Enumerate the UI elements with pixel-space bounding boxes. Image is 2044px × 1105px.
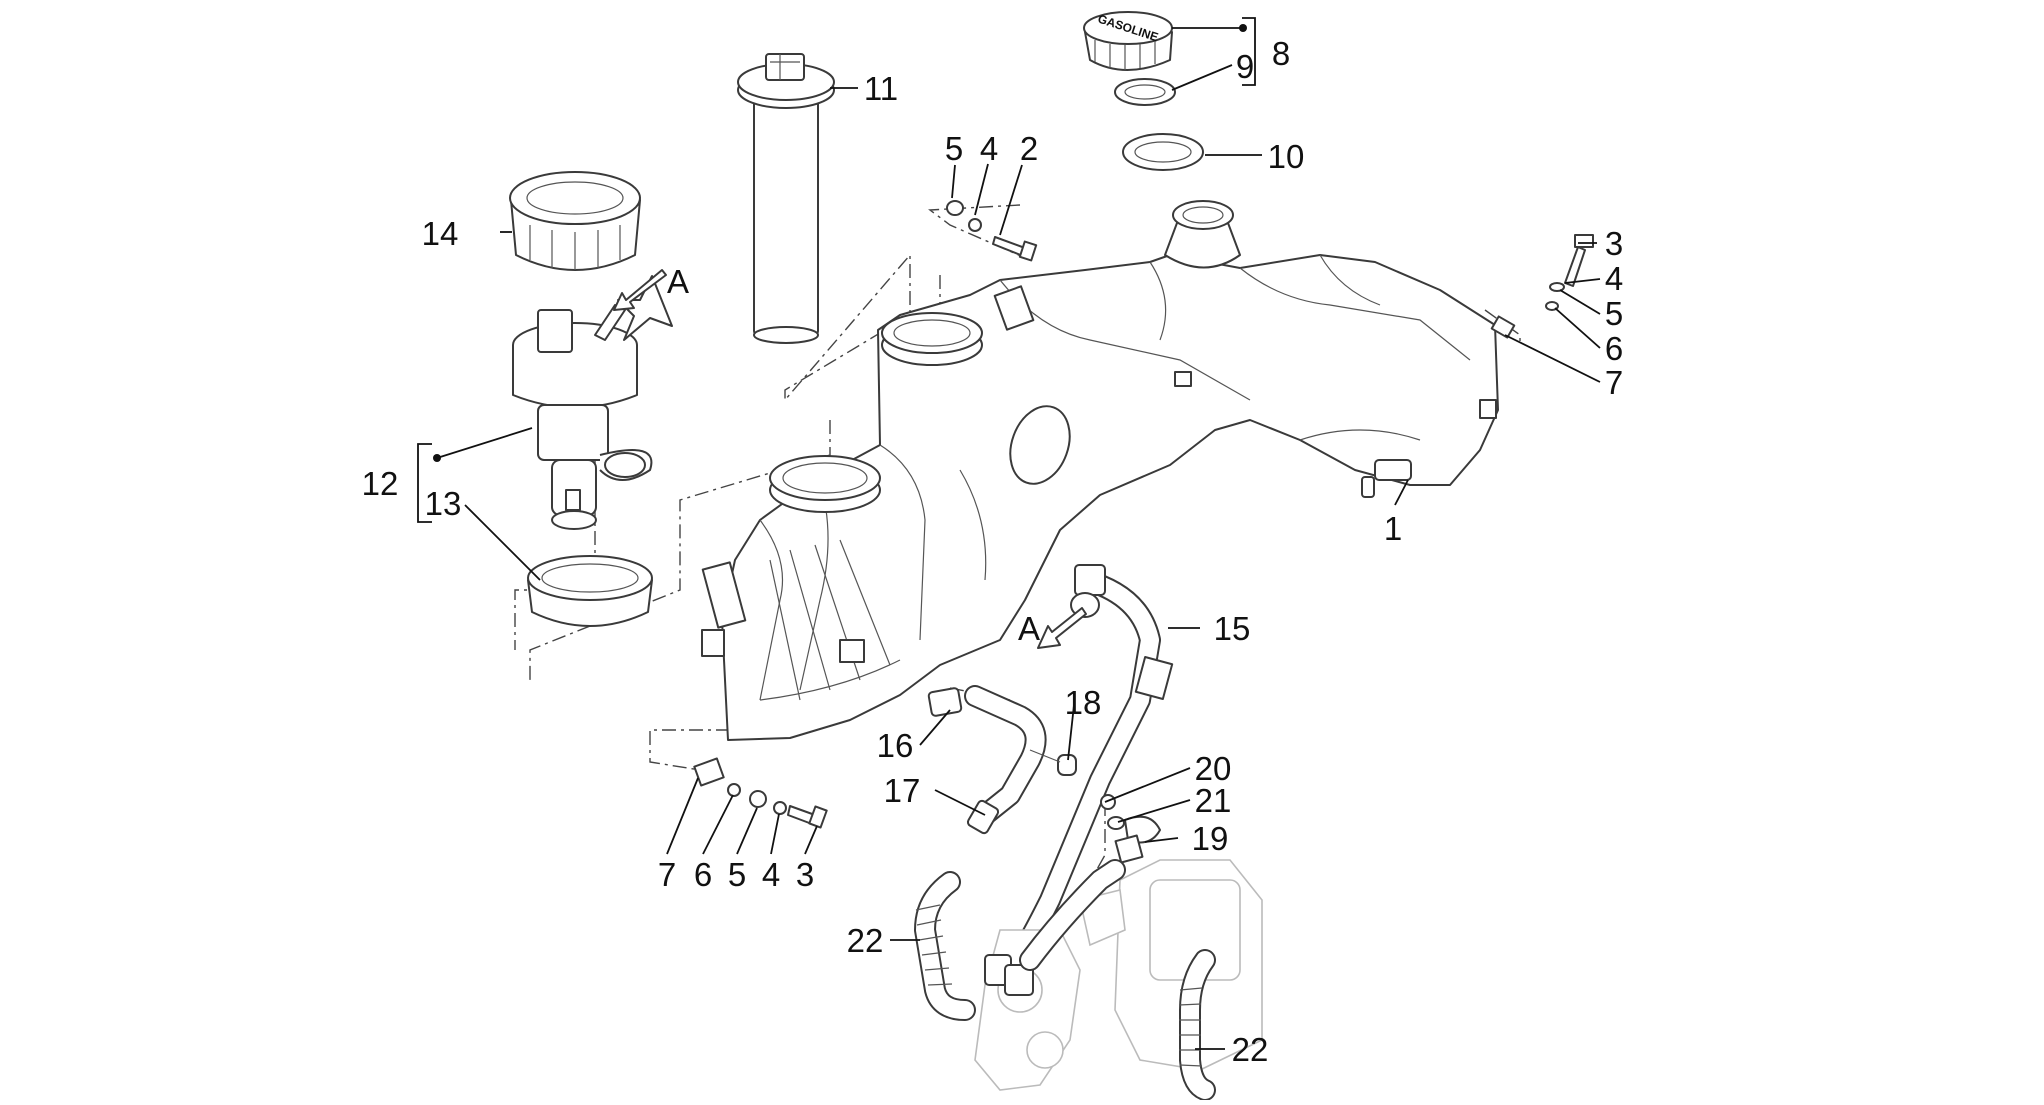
callout-12: 12 [362, 465, 399, 502]
callout-5-bottom: 5 [728, 856, 746, 893]
callout-7-bottom: 7 [658, 856, 676, 893]
callout-21: 21 [1195, 782, 1232, 819]
callout-11: 11 [864, 70, 898, 107]
callout-3-right: 3 [1605, 225, 1623, 262]
callout-5-right: 5 [1605, 295, 1623, 332]
callout-5-top: 5 [945, 130, 963, 167]
view-marker-top: A [667, 263, 689, 300]
group-bracket-8-9 [1242, 17, 1256, 86]
callout-18: 18 [1065, 684, 1102, 721]
callout-1: 1 [1384, 510, 1402, 547]
callout-14: 14 [422, 215, 459, 252]
callout-15: 15 [1214, 610, 1251, 647]
fuel-level-sender [737, 53, 835, 344]
vent-hose-left [914, 871, 976, 1021]
top-screw-set [946, 200, 1038, 262]
callout-22-left: 22 [847, 922, 884, 959]
fuel-tank [701, 200, 1499, 741]
callout-6-right: 6 [1605, 330, 1623, 367]
callout-8: 8 [1272, 35, 1290, 72]
callout-4-top: 4 [980, 130, 998, 167]
vent-hose-right [1178, 949, 1216, 1101]
cap-seal [1114, 78, 1176, 106]
callout-13: 13 [425, 485, 462, 522]
callout-labels: 1 2 3 4 5 6 7 4 5 8 9 10 11 12 13 14 15 … [362, 35, 1624, 1068]
pump-ring-nut [509, 171, 641, 271]
callout-4-bottom: 4 [762, 856, 780, 893]
hose-clamp-set [1100, 794, 1161, 864]
bottom-screw-set [693, 757, 828, 829]
filler-gasket [1122, 133, 1204, 171]
callout-10: 10 [1268, 138, 1305, 175]
fuel-pump [512, 304, 653, 530]
hose-fitting [927, 687, 963, 717]
hose-clip [1029, 749, 1077, 776]
hose-end-fittings [984, 859, 1126, 996]
breather-hose [964, 685, 1047, 835]
view-marker-mid: A [1018, 610, 1040, 647]
callout-22-right: 22 [1232, 1031, 1269, 1068]
callout-6-bottom: 6 [694, 856, 712, 893]
leader-lines [436, 27, 1601, 1050]
callout-2: 2 [1020, 130, 1038, 167]
right-screw-set [1490, 234, 1594, 339]
callout-4-right: 4 [1605, 260, 1623, 297]
pump-gasket [527, 555, 653, 627]
callout-7-right: 7 [1605, 364, 1623, 401]
filler-cap: GASOLINE [1083, 11, 1173, 71]
view-arrow-mid [1037, 607, 1087, 649]
callout-9: 9 [1236, 48, 1254, 85]
callout-20: 20 [1195, 750, 1232, 787]
callout-17: 17 [884, 772, 921, 809]
callout-19: 19 [1192, 820, 1229, 857]
callout-16: 16 [877, 727, 914, 764]
view-arrow-top [613, 269, 673, 341]
callout-3-bottom: 3 [796, 856, 814, 893]
group-bracket-12-13 [417, 443, 432, 523]
